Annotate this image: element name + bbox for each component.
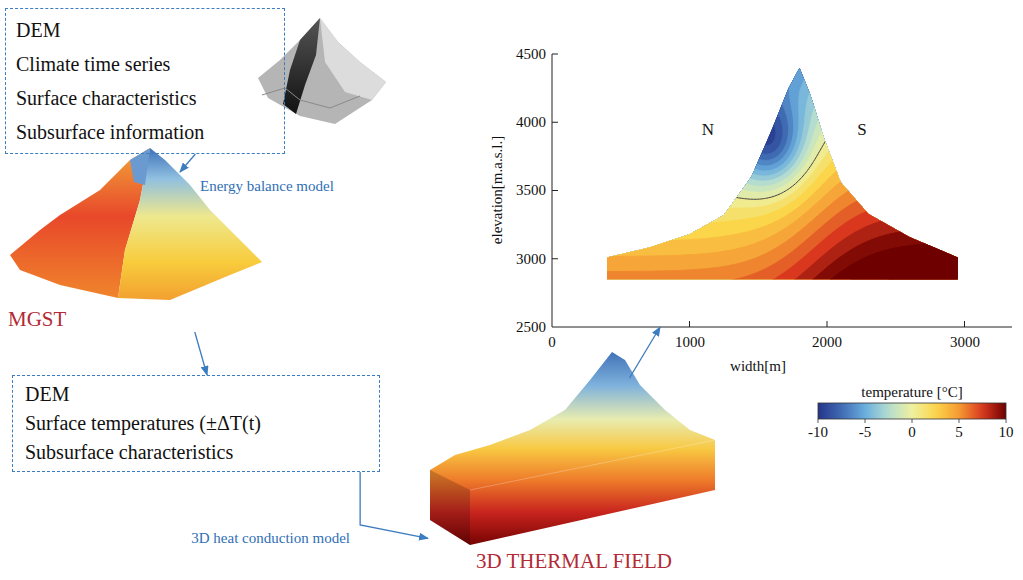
temperature-band <box>590 75 977 296</box>
input-box: DEMClimate time seriesSurface characteri… <box>5 8 285 154</box>
mgst-map <box>10 148 262 300</box>
chart-plot-area: NS <box>552 54 1012 327</box>
axis-title: width[m] <box>730 358 786 375</box>
colorbar-tick: 0 <box>908 424 916 441</box>
input-item: Surface temperatures (±ΔT(t) <box>25 409 367 438</box>
temperature-band <box>590 50 977 296</box>
temperature-band <box>590 50 977 296</box>
axis-tick: 3000 <box>950 334 980 351</box>
temperature-band <box>774 211 977 296</box>
temperature-band <box>590 105 977 296</box>
temperature-band <box>590 50 977 296</box>
temperature-band <box>813 242 977 296</box>
temperature-band <box>852 272 977 296</box>
input-box: DEMSurface temperatures (±ΔT(t)Subsurfac… <box>12 375 380 472</box>
block-side <box>430 470 470 545</box>
mgst-panel: MGST <box>5 172 265 332</box>
temperature-band <box>590 151 977 296</box>
temperature-band <box>590 60 977 296</box>
dem-hillshade <box>258 18 386 124</box>
edge-label: 3D heat conduction model <box>191 530 350 547</box>
hillshade-light-face <box>320 18 386 100</box>
thermal-block-panel: 3D THERMAL FIELD <box>428 378 720 576</box>
temperature-band <box>590 50 977 296</box>
temperature-band <box>735 196 977 296</box>
zero-isotherm <box>590 90 977 296</box>
temperature-band <box>590 181 977 296</box>
axis-tick: 4000 <box>516 114 546 131</box>
hillshade-dark-face <box>283 18 320 114</box>
axis-tick: 0 <box>548 334 556 351</box>
hillshade-ridge <box>262 88 360 108</box>
figure-label: MGST <box>8 308 66 331</box>
chart-axes <box>552 54 1012 327</box>
input-item: DEM <box>25 380 367 409</box>
axis-tick: 3500 <box>516 182 546 199</box>
colorbar-title: temperature [°C] <box>861 384 962 401</box>
temperature-band <box>590 136 977 296</box>
cross-section <box>590 50 977 296</box>
colorbar <box>818 403 1006 423</box>
input-item: DEM <box>16 13 274 47</box>
input-item: Surface characteristics <box>16 81 274 115</box>
flow-arrow <box>180 154 195 172</box>
colorbar-ramp <box>818 403 1006 419</box>
hillshade-body <box>258 18 386 124</box>
axis-tick: 4500 <box>516 46 546 63</box>
temperature-band <box>590 50 977 296</box>
axis-tick: 3000 <box>516 251 546 268</box>
axis-tick: 2000 <box>812 334 842 351</box>
temperature-band <box>795 227 977 296</box>
flow-arrow <box>629 327 660 378</box>
axis-tick: 2500 <box>516 319 546 336</box>
flow-arrow <box>360 472 428 538</box>
temperature-band <box>590 50 977 296</box>
block-edge <box>470 440 715 490</box>
temperature-band <box>590 90 977 296</box>
figure-label: S <box>857 121 866 140</box>
temperature-band <box>590 50 977 296</box>
mgst-east-face <box>118 148 262 300</box>
figure-label: 3D THERMAL FIELD <box>476 550 672 573</box>
temperature-band <box>590 50 977 296</box>
figure-label: N <box>702 121 714 140</box>
temperature-band <box>590 50 977 296</box>
block-body <box>430 352 715 545</box>
input-item: Climate time series <box>16 47 274 81</box>
colorbar-tick: -5 <box>859 424 872 441</box>
temperature-band <box>590 120 977 296</box>
input-item: Subsurface characteristics <box>25 438 367 467</box>
colorbar-tick: 10 <box>999 424 1014 441</box>
temperature-band <box>590 50 977 296</box>
flow-arrow <box>195 332 207 375</box>
thermal-block <box>430 352 715 545</box>
axis-tick: 1000 <box>675 334 705 351</box>
colorbar-tick: -10 <box>808 424 828 441</box>
temperature-band <box>590 166 977 296</box>
input-item: Subsurface information <box>16 115 274 149</box>
axis-title: elevation[m.a.s.l.] <box>489 136 506 244</box>
colorbar-tick: 5 <box>955 424 963 441</box>
edge-label: Energy balance model <box>200 178 334 195</box>
temperature-band <box>831 257 977 296</box>
